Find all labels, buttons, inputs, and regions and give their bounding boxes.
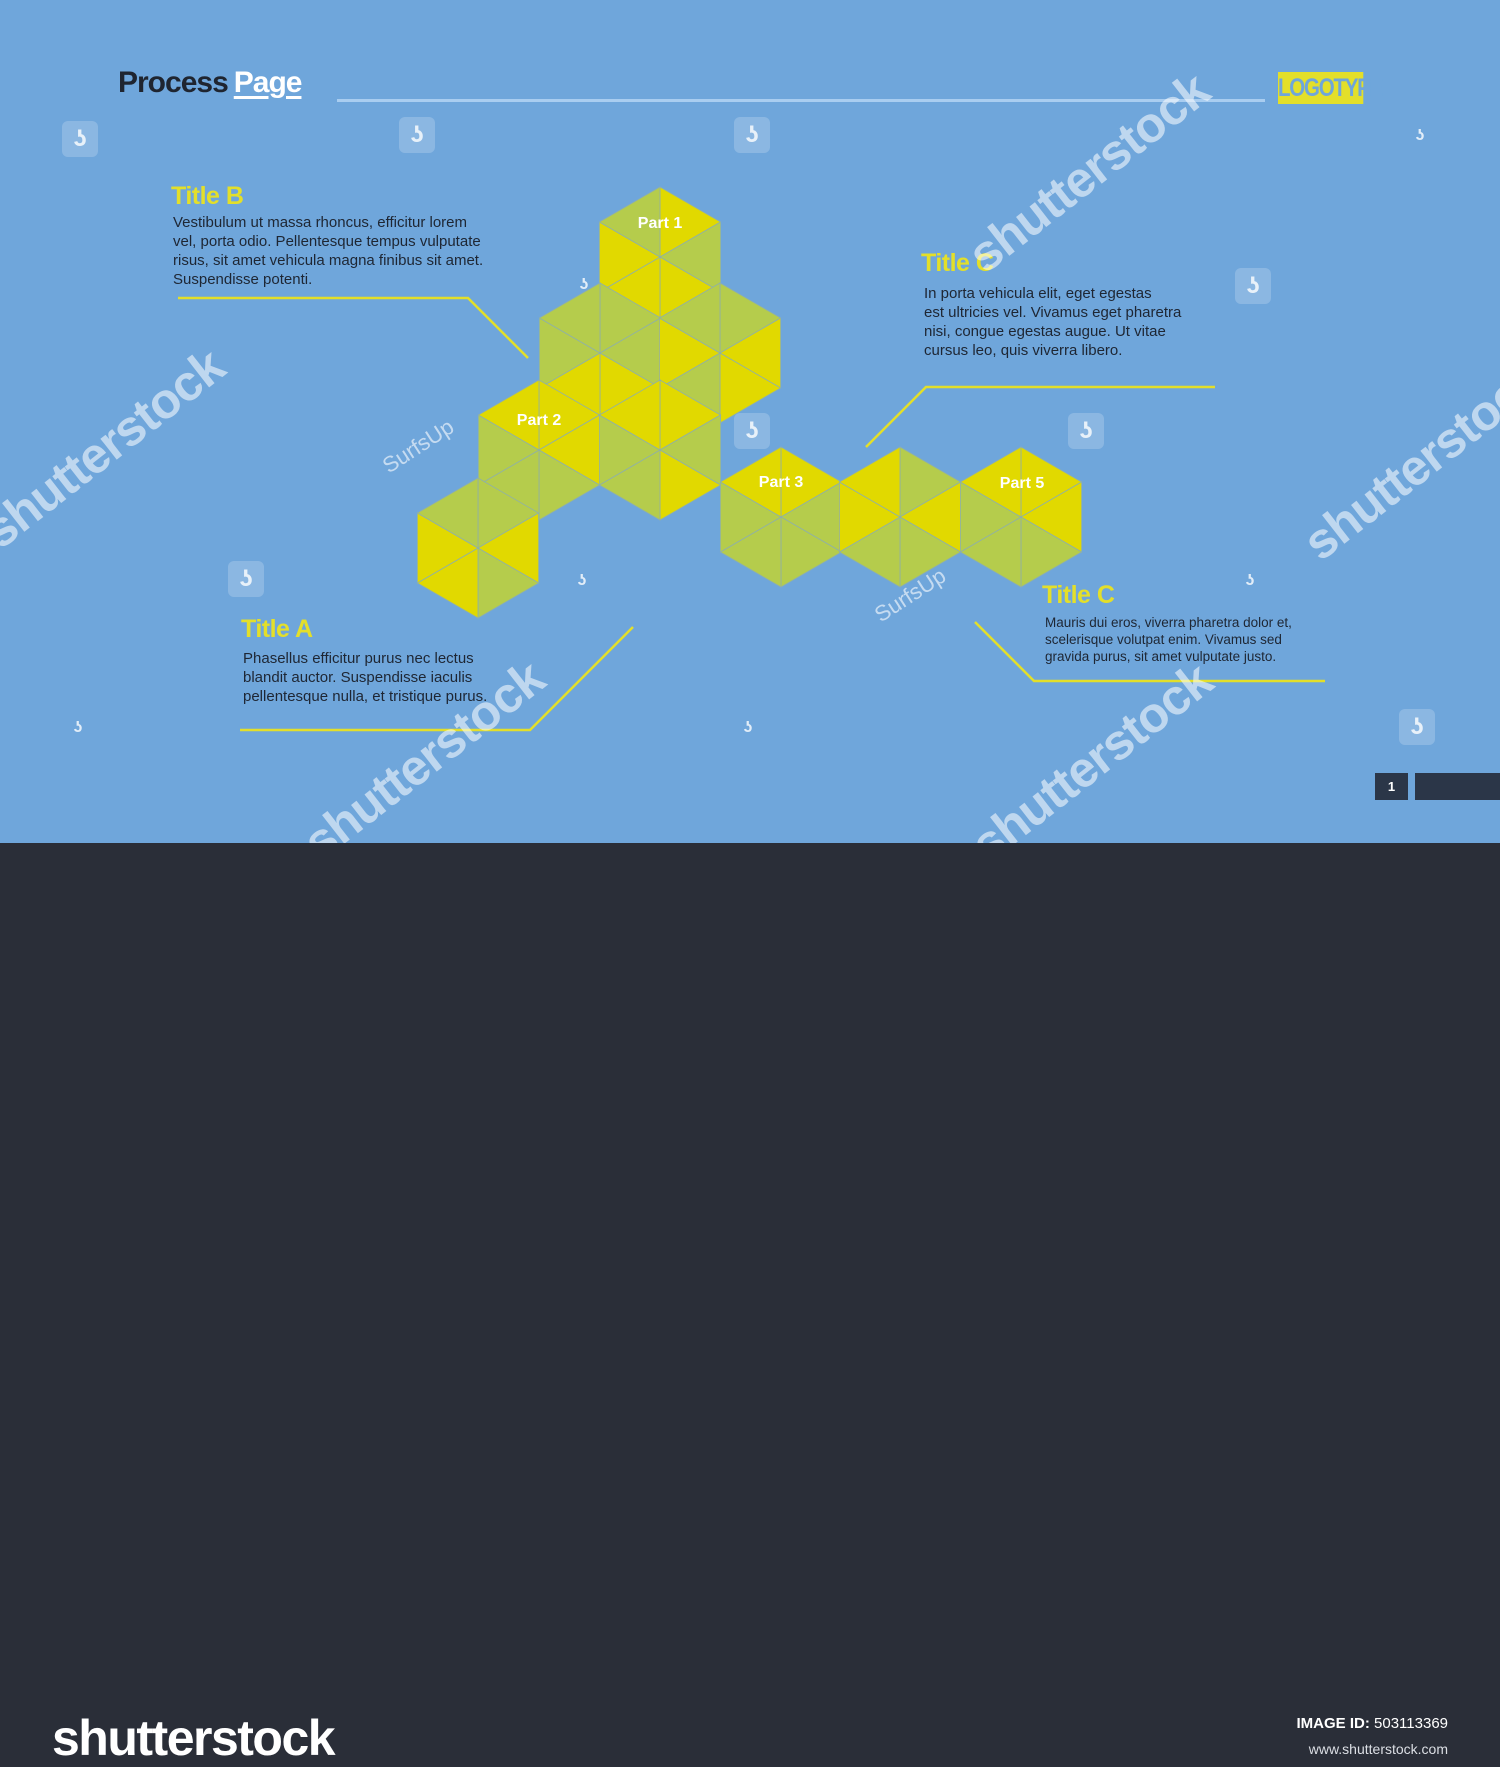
page-title-word-1: Process	[118, 66, 229, 99]
shutterstock-logo-icon: ʖ	[62, 121, 98, 157]
image-id-value: 503113369	[1374, 1715, 1448, 1732]
connector-title-c-top	[865, 385, 1215, 448]
part-5-label: Part 5	[1000, 475, 1045, 492]
shutterstock-logo-icon: ʖ	[579, 276, 589, 293]
title-a-heading: Title A	[241, 615, 313, 643]
shutterstock-logo-icon: ʖ	[743, 719, 753, 736]
page-number-bar	[1415, 773, 1500, 800]
shutterstock-logo-icon: ʖ	[399, 117, 435, 153]
title-a-line: blandit auctor. Suspendisse iaculis	[243, 669, 473, 686]
title-c-bottom-line: Mauris dui eros, viverra pharetra dolor …	[1045, 615, 1292, 630]
stock-footer: shutterstock IMAGE ID: 503113369 www.shu…	[0, 843, 1500, 1766]
page-title-word-2: Page	[233, 66, 303, 99]
hexagon-triangle	[598, 379, 661, 451]
title-c-top-line: In porta vehicula elit, eget egestas	[924, 285, 1152, 302]
title-c-top-line: est ultricies vel. Vivamus eget pharetra	[924, 304, 1182, 321]
shutterstock-logo-icon: ʖ	[228, 561, 264, 597]
page-number: 1	[1375, 773, 1408, 800]
title-c-top-line: nisi, congue egestas augue. Ut vitae	[924, 323, 1166, 340]
footer-brand-logo: shutterstock	[52, 1710, 336, 1766]
hexagon-process-diagram: Part 1 Part 2 Part 3 Part 5	[178, 186, 1325, 732]
hexagon-triangle	[719, 446, 782, 518]
title-c-bottom-text: Mauris dui eros, viverra pharetra dolor …	[1045, 614, 1292, 665]
shutterstock-logo-icon: ʖ	[1235, 268, 1271, 304]
image-id-label: IMAGE ID:	[1296, 1715, 1370, 1732]
title-b-line: Suspendisse potenti.	[173, 271, 313, 288]
connector-lines	[178, 296, 1325, 732]
shutterstock-logo-icon: ʖ	[734, 117, 770, 153]
title-a-line: Phasellus efficitur purus nec lectus	[243, 650, 474, 667]
footer-url: www.shutterstock.com	[1308, 1741, 1448, 1757]
part-3-label: Part 3	[759, 474, 804, 491]
hexagon-group	[416, 186, 1083, 619]
header-divider	[337, 99, 1265, 102]
title-a-text: Phasellus efficitur purus nec lectus bla…	[243, 649, 487, 706]
part-2-label: Part 2	[517, 412, 562, 429]
title-b-line: vel, porta odio. Pellentesque tempus vul…	[173, 233, 481, 250]
hexagon-triangle	[416, 477, 479, 549]
shutterstock-logo-icon: ʖ	[73, 719, 83, 736]
shutterstock-logo-icon: ʖ	[577, 572, 587, 589]
shutterstock-logo-icon: ʖ	[1245, 572, 1255, 589]
title-c-top-line: cursus leo, quis viverra libero.	[924, 342, 1123, 359]
hexagon-triangle	[658, 282, 721, 354]
title-c-top-heading: Title C	[921, 249, 994, 277]
connector-title-b	[178, 296, 529, 359]
title-a-line: pellentesque nulla, et tristique purus.	[243, 688, 488, 705]
title-b-line: Vestibulum ut massa rhoncus, efficitur l…	[173, 214, 468, 231]
title-c-bottom-heading: Title C	[1042, 581, 1115, 609]
hexagon-triangle	[959, 446, 1022, 518]
shutterstock-logo-icon: ʖ	[1399, 709, 1435, 745]
shutterstock-logo-icon: ʖ	[1068, 413, 1104, 449]
part-1-label: Part 1	[638, 215, 683, 232]
connector-title-c-bottom	[974, 621, 1325, 683]
shutterstock-logo-icon: ʖ	[734, 413, 770, 449]
shutterstock-logo-icon: ʖ	[1415, 127, 1425, 144]
title-c-top-text: In porta vehicula elit, eget egestas est…	[924, 284, 1181, 360]
title-c-bottom-line: gravida purus, sit amet vulputate justo.	[1045, 649, 1277, 664]
hexagon-triangle	[838, 446, 901, 518]
title-b-line: risus, sit amet vehicula magna finibus s…	[173, 252, 484, 269]
hexagon-triangle	[477, 379, 540, 451]
image-id: IMAGE ID: 503113369	[1297, 1715, 1448, 1732]
hexagon-triangle	[598, 186, 661, 258]
title-b-text: Vestibulum ut massa rhoncus, efficitur l…	[173, 213, 483, 289]
title-c-bottom-line: scelerisque volutpat enim. Vivamus sed	[1045, 632, 1282, 647]
part-labels: Part 1 Part 2 Part 3 Part 5	[517, 215, 1045, 492]
hexagon-triangle	[538, 282, 601, 354]
title-b-heading: Title B	[171, 182, 244, 210]
connector-title-a	[240, 626, 634, 732]
